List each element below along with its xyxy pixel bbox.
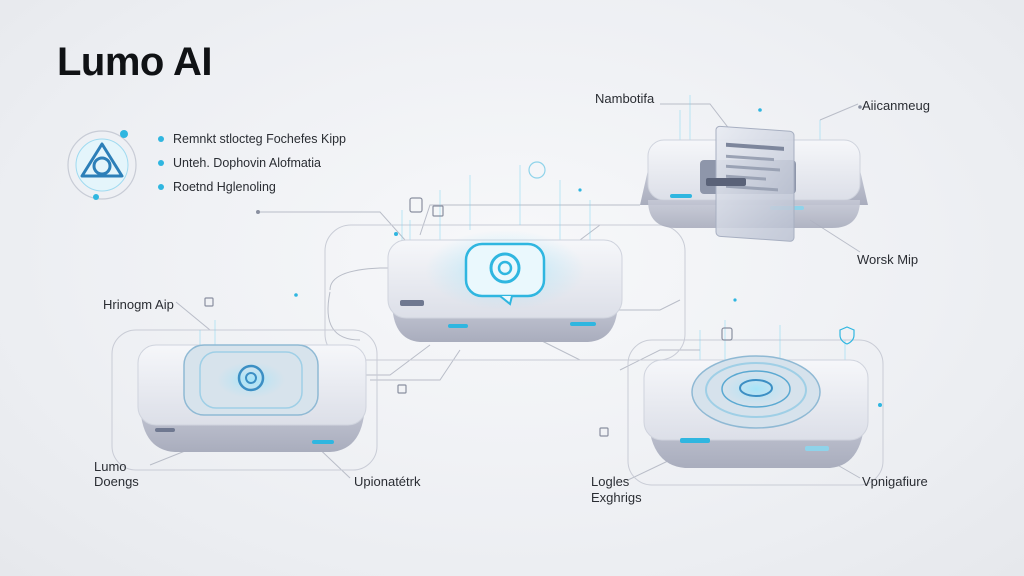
lock-icon [721, 327, 733, 341]
connector-line [819, 103, 859, 121]
lock-icon [409, 197, 423, 213]
lumo-logo-icon [67, 130, 137, 200]
label-bottom-mid-right-1: Logles [591, 474, 630, 489]
radar-ring-icon [691, 355, 821, 429]
label-right-mid: Worsk Mip [857, 252, 919, 267]
top-right-node[interactable] [640, 125, 868, 242]
connector-line [419, 204, 640, 236]
feature-legend: Remnkt stlocteg Fochefes Kipp Unteh. Dop… [158, 131, 346, 203]
bullet-dot-icon [158, 184, 164, 190]
bottom-left-node[interactable] [137, 344, 367, 452]
platform-outlines [111, 224, 884, 486]
connector-line [258, 211, 406, 241]
center-core-node[interactable] [387, 230, 623, 342]
legend-item: Roetnd Hglenoling [158, 179, 346, 203]
chip-icon [204, 297, 214, 307]
ai-chip-core-icon [464, 242, 546, 306]
node-icon [528, 161, 546, 179]
label-left-mid: Hrinogm Aip [103, 297, 174, 312]
label-bottom-left-2: Doengs [94, 474, 139, 489]
chip-icon [397, 384, 407, 394]
connector-line [327, 291, 361, 341]
label-bottom-mid-left: Upionatétrk [354, 474, 421, 489]
outline-bottom-left [111, 329, 378, 471]
label-bottom-left-1: Lumo [94, 459, 127, 474]
legend-item-text: Unteh. Dophovin Alofmatia [173, 156, 322, 170]
bullet-dot-icon [158, 136, 164, 142]
page-title: Lumo AI [57, 40, 213, 84]
connector-line [619, 349, 700, 371]
legend-item-text: Roetnd Hglenoling [173, 180, 276, 194]
chip-icon [599, 427, 609, 437]
label-bottom-right: Vpnigafiure [862, 474, 928, 489]
legend-item: Unteh. Dophovin Alofmatia [158, 155, 346, 179]
connector-line [627, 459, 671, 481]
legend-item-text: Remnkt stlocteg Fochefes Kipp [173, 132, 346, 146]
label-bottom-mid-right-2: Exghrigs [591, 490, 642, 505]
bottom-right-node[interactable] [643, 355, 869, 468]
outline-center [324, 224, 686, 361]
chip-icon [432, 205, 444, 217]
legend-item: Remnkt stlocteg Fochefes Kipp [158, 131, 346, 155]
connector-line [175, 301, 211, 331]
label-top-center: Nambotifa [595, 91, 655, 106]
server-panel-icon [700, 125, 796, 242]
connector-line [329, 267, 395, 291]
label-top-right: Aiicanmeug [862, 98, 930, 113]
connector-line [660, 103, 731, 131]
connector-line [539, 339, 640, 361]
shield-icon [839, 326, 855, 345]
processing-ring-icon [183, 344, 319, 416]
outline-bottom-right [627, 339, 884, 486]
bullet-dot-icon [158, 160, 164, 166]
